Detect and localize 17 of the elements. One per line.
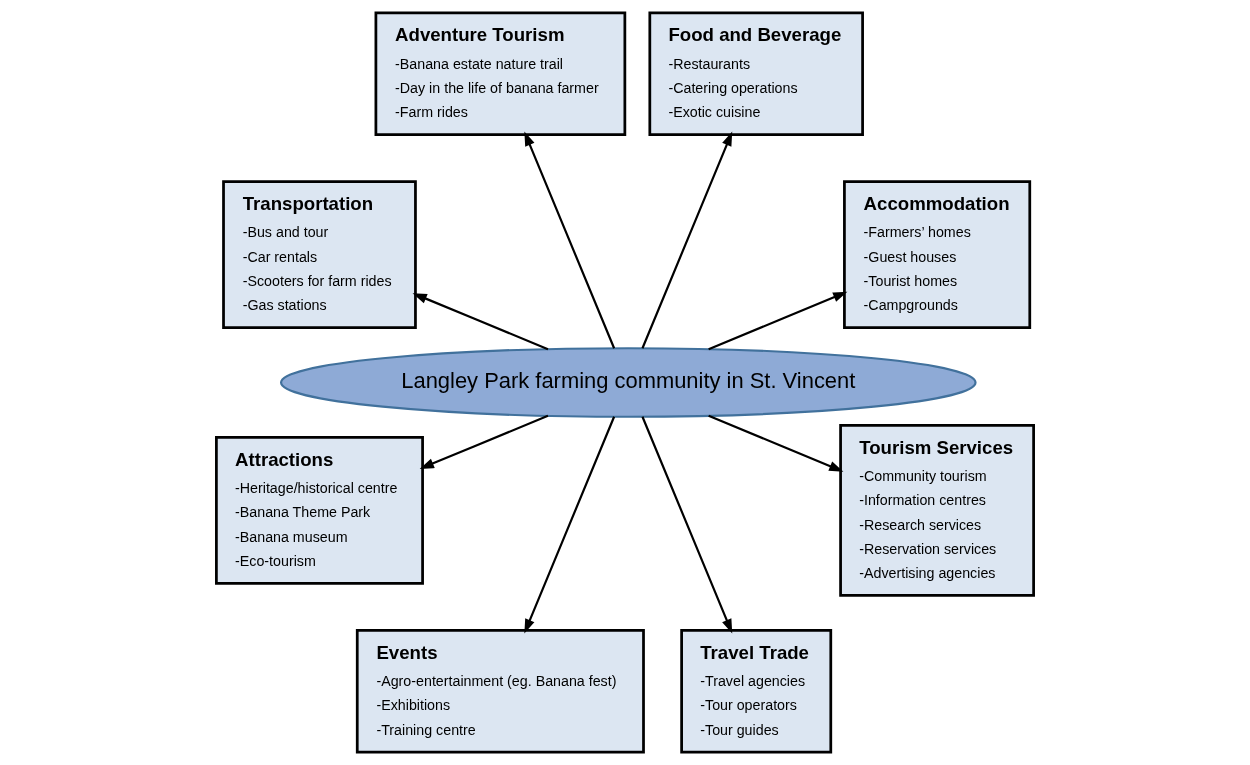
arrow — [641, 131, 733, 349]
arrow — [412, 293, 549, 351]
node-box: Attractions -Heritage/historical centre -Banana Theme Park -Banana museum -Eco-tourism — [215, 436, 424, 585]
arrow — [524, 131, 616, 349]
arrow — [419, 414, 549, 469]
arrow — [708, 414, 844, 472]
arrow — [524, 416, 616, 634]
node-box: Accommodation -Farmers’ homes -Guest houses -Tourist homes -Campgrounds — [843, 180, 1032, 329]
node-box: Travel Trade -Travel agencies -Tour operators -Tour guides — [680, 629, 833, 754]
node-box: Adventure Tourism -Banana estate nature trail -Day in the life of banana farmer -Farm rides — [374, 11, 627, 136]
node-ellipse: Langley Park farming community in St. Vincent — [280, 347, 977, 418]
arrow — [708, 291, 848, 351]
arrow — [641, 416, 733, 634]
node-box: Food and Beverage -Restaurants -Catering operations -Exotic cuisine — [648, 11, 864, 136]
node-box: Events -Agro-entertainment (eg. Banana fest) -Exhibitions -Training centre — [355, 629, 645, 754]
node-box: Tourism Services -Community tourism -Information centres -Research services -Reservation services -Advertising agencies — [839, 424, 1035, 597]
node-box: Transportation -Bus and tour -Car rentals -Scooters for farm rides -Gas stations — [222, 180, 417, 329]
